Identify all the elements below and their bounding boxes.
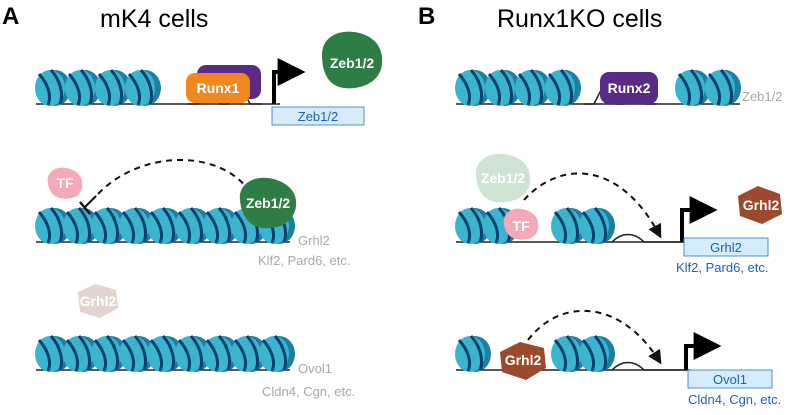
runx1-protein xyxy=(186,73,250,103)
grhl2-faded-protein xyxy=(78,284,118,318)
nucleosome xyxy=(95,68,131,106)
nucleosome xyxy=(35,206,71,244)
nucleosome xyxy=(579,206,615,244)
panel-b-letter: B xyxy=(418,3,435,30)
gene-box-grhl2-label: Grhl2 xyxy=(710,240,742,255)
nucleosome xyxy=(119,334,155,372)
nucleosome-cluster xyxy=(35,68,161,106)
panel-a-row3: Grhl2 Ovol1 Cldn4, Cgn, etc. xyxy=(35,284,355,399)
inhibition-bar xyxy=(79,201,91,215)
nucleosome xyxy=(259,334,295,372)
nucleosome xyxy=(705,68,741,106)
gene-box-ovol1-label: Ovol1 xyxy=(713,372,747,387)
zeb-bound-label: Zeb1/2 xyxy=(246,195,291,211)
nucleosome-cluster xyxy=(455,68,581,106)
panel-b-row1: Runx2 Zeb1/2 xyxy=(455,68,782,106)
grhl2-bound-label: Grhl2 xyxy=(505,352,542,368)
nucleosome xyxy=(35,334,71,372)
nucleosome xyxy=(147,334,183,372)
inhibition-stem xyxy=(83,195,97,209)
nucleosome xyxy=(455,206,491,244)
gene-box-zeb-label: Zeb1/2 xyxy=(298,109,338,124)
grhl2-protein xyxy=(738,186,782,224)
nucleosome-cluster xyxy=(675,68,741,106)
nucleosome xyxy=(65,68,101,106)
panel-a-row1: Runx1 Zeb1/2 Zeb1/2 xyxy=(35,31,383,126)
runx2-label: Runx2 xyxy=(608,80,651,96)
panel-b-title: Runx1KO cells xyxy=(497,5,662,33)
nucleosome xyxy=(147,206,183,244)
runx1-label: Runx1 xyxy=(197,80,240,96)
grhl2-protein-label: Grhl2 xyxy=(743,197,780,213)
genes-klf2-pard6-active: Klf2, Pard6, etc. xyxy=(676,260,769,275)
tf-protein xyxy=(47,167,83,199)
genes-cldn4-cgn-active: Cldn4, Cgn, etc. xyxy=(688,392,781,407)
nucleosome-cluster xyxy=(35,334,295,372)
nucleosome xyxy=(545,68,581,106)
gene-box-ovol1 xyxy=(687,369,773,389)
genes-grhl2: Grhl2 xyxy=(298,233,330,248)
transcription-start-arrow xyxy=(272,58,306,104)
gene-box-grhl2 xyxy=(683,237,769,257)
nucleosome xyxy=(203,206,239,244)
panel-a-title: mK4 cells xyxy=(100,5,208,33)
nucleosome xyxy=(91,206,127,244)
nucleosome-cluster xyxy=(551,206,615,244)
nucleosome xyxy=(63,334,99,372)
nucleosome xyxy=(485,68,521,106)
gene-box-zeb xyxy=(271,106,365,126)
nucleosome xyxy=(119,206,155,244)
dna-loop xyxy=(611,361,690,371)
nucleosome xyxy=(579,334,615,372)
nucleosome xyxy=(231,334,267,372)
nucleosome xyxy=(455,334,491,372)
panel-b-row3: Grhl2 Ovol1 Cldn4, Cgn, etc. xyxy=(455,309,781,407)
nucleosome xyxy=(675,68,711,106)
transcription-start-arrow xyxy=(684,332,722,370)
tf-protein xyxy=(503,208,539,240)
nucleosome-cluster xyxy=(551,334,615,372)
zeb-faded-label: Zeb1/2 xyxy=(481,170,526,186)
nucleosome xyxy=(203,334,239,372)
zeb-protein xyxy=(322,31,383,89)
activation-dashed-arc xyxy=(527,309,662,365)
panel-a-row2: TF Zeb1/2 Grhl2 Klf2, Pard6, etc. xyxy=(35,159,351,268)
nucleosome xyxy=(551,206,587,244)
tf-label: TF xyxy=(512,218,530,234)
dna-loop xyxy=(611,233,690,243)
gene-zeb-grey: Zeb1/2 xyxy=(742,89,782,104)
zeb-faded-protein xyxy=(475,153,531,203)
nucleosome xyxy=(35,68,71,106)
grhl2-faded-label: Grhl2 xyxy=(80,293,117,309)
repression-dashed-arc xyxy=(97,159,251,195)
zeb-protein-label: Zeb1/2 xyxy=(330,55,375,71)
panel-a: A mK4 cells Runx1 Zeb1/2 Zeb1/2 TF xyxy=(2,3,383,399)
nucleosome xyxy=(551,334,587,372)
grhl2-protein-bound xyxy=(500,342,546,380)
genes-ovol1: Ovol1 xyxy=(298,361,332,376)
panel-b: B Runx1KO cells Runx2 Zeb1/2 Zeb1/2 TF G… xyxy=(418,3,782,407)
nucleosome xyxy=(455,68,491,106)
transcription-start-arrow xyxy=(680,196,718,242)
panel-a-letter: A xyxy=(2,3,19,30)
nucleosome xyxy=(175,334,211,372)
panel-b-row2: Zeb1/2 TF Grhl2 Grhl2 Klf2, Pard6, etc. xyxy=(455,153,782,275)
runx2-protein xyxy=(600,72,658,104)
nucleosome xyxy=(125,68,161,106)
genes-cldn4-cgn: Cldn4, Cgn, etc. xyxy=(262,384,355,399)
nucleosome xyxy=(91,334,127,372)
nucleosome xyxy=(63,206,99,244)
tf-label: TF xyxy=(56,175,74,191)
nucleosome-cluster xyxy=(455,334,491,372)
genes-klf2-pard6: Klf2, Pard6, etc. xyxy=(258,253,351,268)
zeb-protein-bound xyxy=(239,177,297,229)
nucleosome xyxy=(175,206,211,244)
nucleosome xyxy=(515,68,551,106)
